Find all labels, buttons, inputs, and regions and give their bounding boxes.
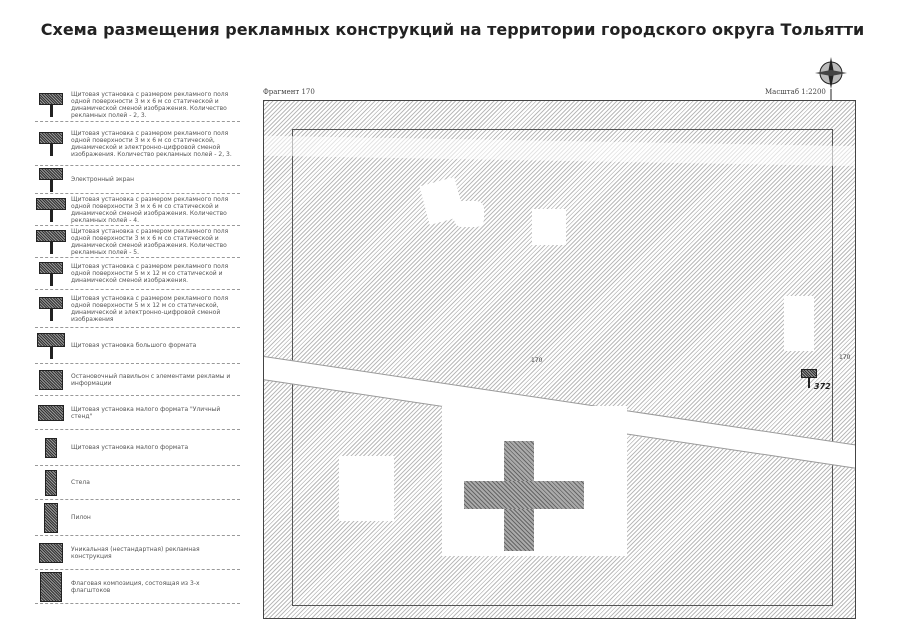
building	[532, 209, 566, 245]
small-billboard-icon	[35, 437, 67, 458]
stele-icon	[35, 469, 67, 496]
legend-item: Щитовая установка с размером рекламного …	[35, 194, 240, 226]
legend-text: Щитовая установка малого формата "Уличны…	[71, 405, 221, 420]
legend-text: Остановочный павильон с элементами рекла…	[71, 372, 231, 387]
legend-text: Щитовая установка большого формата	[71, 342, 197, 349]
marker-label: 372	[814, 382, 831, 391]
legend-item: Щитовая установка большого формата	[35, 328, 240, 364]
legend-text: Уникальная (нестандартная) рекламная кон…	[71, 545, 200, 560]
legend-text: Щитовая установка с размером рекламного …	[71, 227, 229, 256]
billboard-marker[interactable]	[801, 369, 817, 388]
legend-text: Щитовая установка с размером рекламного …	[71, 294, 229, 323]
legend-text: Щитовая установка с размером рекламного …	[71, 90, 229, 119]
billboard-3x6-digital-icon	[35, 131, 67, 156]
billboard-5x12-icon	[35, 261, 67, 286]
legend-item: Щитовая установка с размером рекламного …	[35, 226, 240, 258]
pylon-icon	[35, 502, 67, 533]
legend-text: Электронный экран	[71, 176, 135, 183]
legend-item: Щитовая установка с размером рекламного …	[35, 88, 240, 122]
billboard-5-fields-icon	[35, 229, 67, 254]
billboard-3x6-icon	[801, 369, 817, 378]
building	[784, 296, 814, 351]
unique-construction-icon	[35, 542, 67, 563]
legend-item: Стела	[35, 466, 240, 500]
bus-stop-icon	[35, 369, 67, 390]
map-fragment[interactable]: 170 170 372	[263, 100, 856, 619]
large-billboard-icon	[35, 332, 67, 359]
legend-item: Щитовая установка с размером рекламного …	[35, 122, 240, 166]
billboard-4-fields-icon	[35, 197, 67, 222]
legend-text: Щитовая установка с размером рекламного …	[71, 263, 229, 284]
billboard-5x12-digital-icon	[35, 296, 67, 321]
page-title: Схема размещения рекламных конструкций н…	[40, 20, 865, 39]
building-cross	[464, 481, 584, 509]
road-number: 170	[531, 357, 543, 364]
legend-item: Остановочный павильон с элементами рекла…	[35, 364, 240, 396]
electronic-screen-icon	[35, 167, 67, 192]
flag-composition-icon	[35, 571, 67, 602]
legend-text: Флаговая композиция, состоящая из 3-х фл…	[71, 579, 200, 594]
legend-text: Щитовая установка с размером рекламного …	[71, 195, 229, 224]
legend-item: Щитовая установка с размером рекламного …	[35, 258, 240, 290]
building	[339, 456, 394, 521]
legend-item: Щитовая установка с размером рекламного …	[35, 290, 240, 328]
legend-text: Стела	[71, 479, 90, 486]
legend-item: Щитовая установка малого формата	[35, 430, 240, 466]
legend-item: Уникальная (нестандартная) рекламная кон…	[35, 536, 240, 570]
legend: Щитовая установка с размером рекламного …	[35, 88, 240, 604]
info-stand-icon	[35, 404, 67, 421]
legend-item: Флаговая композиция, состоящая из 3-х фл…	[35, 570, 240, 604]
legend-item: Щитовая установка малого формата "Уличны…	[35, 396, 240, 430]
fragment-label: Фрагмент 170	[263, 88, 315, 96]
legend-text: Щитовая установка с размером рекламного …	[71, 129, 232, 158]
billboard-3x6-icon	[35, 92, 67, 117]
legend-item: Электронный экран	[35, 166, 240, 194]
road-number: 170	[839, 354, 851, 361]
legend-text: Пилон	[71, 514, 91, 521]
legend-text: Щитовая установка малого формата	[71, 444, 189, 451]
scale-label: Масштаб 1:2200	[765, 88, 826, 96]
compass-rose-icon	[815, 57, 847, 101]
legend-item: Пилон	[35, 500, 240, 536]
building	[454, 201, 484, 227]
